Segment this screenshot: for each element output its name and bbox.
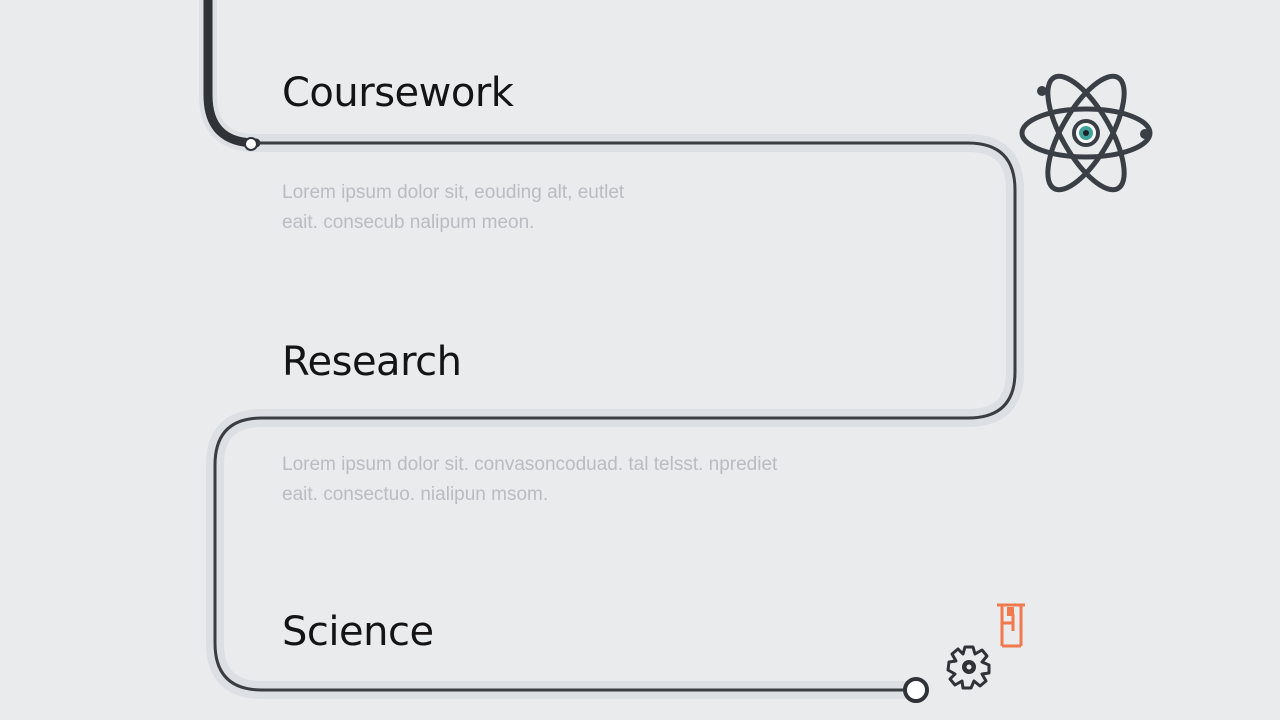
start-node [244, 137, 258, 151]
gear-icon [946, 645, 991, 690]
body-line: eait. consectuo. nialipun msom. [282, 484, 549, 505]
body-line: Lorem ipsum dolor sit. convasoncoduad. t… [282, 454, 778, 475]
section-body-coursework: Lorem ipsum dolor sit, eouding alt, eutl… [282, 178, 624, 238]
atom-icon [1019, 73, 1153, 193]
body-line: eait. consecub nalipum meon. [282, 212, 535, 233]
section-body-research: Lorem ipsum dolor sit. convasoncoduad. t… [282, 450, 777, 510]
section-title-science: Science [282, 609, 434, 655]
section-title-coursework: Coursework [282, 70, 514, 116]
flask-icon [997, 603, 1025, 648]
body-line: Lorem ipsum dolor sit, eouding alt, eutl… [282, 182, 625, 203]
section-title-research: Research [282, 339, 462, 385]
end-node [903, 677, 929, 703]
